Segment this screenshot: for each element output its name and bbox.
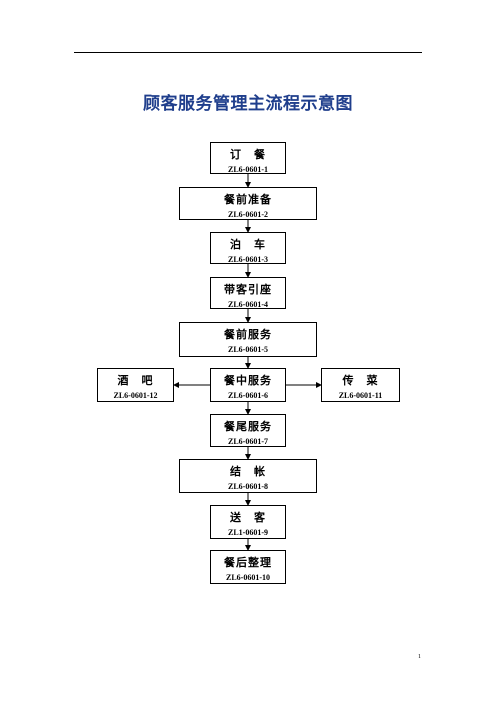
node-checkout: 结 帐 ZL6-0601-8 — [179, 459, 317, 493]
node-pre-service: 餐前服务 ZL6-0601-5 — [179, 322, 317, 357]
diagram-title: 顾客服务管理主流程示意图 — [143, 94, 353, 114]
node-mid-service: 餐中服务 ZL6-0601-6 — [210, 368, 286, 402]
page-number: 1 — [418, 654, 421, 660]
node-order: 订 餐 ZL6-0601-1 — [210, 142, 286, 174]
node-end-service: 餐尾服务 ZL6-0601-7 — [210, 414, 286, 447]
node-parking: 泊 车 ZL6-0601-3 — [210, 232, 286, 264]
node-bar: 酒 吧 ZL6-0601-12 — [97, 368, 174, 402]
node-post-tidy: 餐后整理 ZL6-0601-10 — [210, 550, 286, 584]
header-rule — [74, 52, 422, 53]
node-prep: 餐前准备 ZL6-0601-2 — [179, 187, 317, 220]
node-seating: 带客引座 ZL6-0601-4 — [210, 277, 286, 309]
node-serving: 传 菜 ZL6-0601-11 — [321, 368, 400, 402]
node-farewell: 送 客 ZL1-0601-9 — [210, 505, 286, 539]
